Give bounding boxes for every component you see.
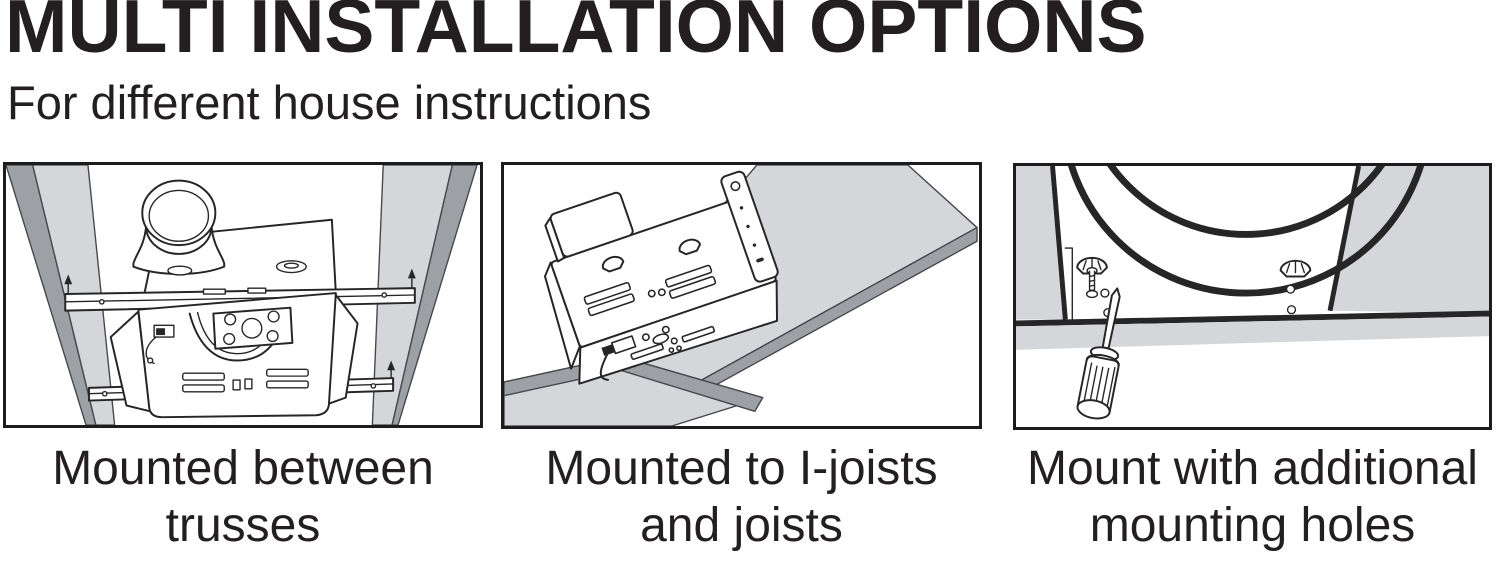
left-keyhole-and-screw — [1076, 256, 1108, 299]
keyhole-slot — [601, 255, 625, 273]
blower-housing-inner-arc — [1107, 166, 1386, 238]
wire — [599, 353, 610, 381]
right-joist-edge-line — [1327, 166, 1362, 312]
knockout — [232, 379, 241, 391]
vent-slot — [266, 380, 309, 389]
right-joist-face — [1330, 166, 1489, 314]
truss-mount-panel — [3, 162, 483, 428]
caption-between-trusses: Mounted between trusses — [3, 440, 483, 554]
page-subtitle: For different house instructions — [7, 76, 652, 129]
caption-line: Mount with additional — [1027, 442, 1478, 495]
screwdriver-handle-end — [1076, 399, 1111, 420]
fan-bottom-panel — [578, 279, 779, 385]
screw-washer — [1085, 289, 1099, 299]
mounting-holes-illustration — [1016, 166, 1489, 420]
mounting-holes-panel — [1013, 163, 1492, 430]
vent-slot — [182, 384, 225, 393]
caption-line: trusses — [165, 499, 321, 552]
fan-unit — [543, 170, 779, 385]
caption-line: mounting holes — [1089, 499, 1416, 552]
knockout — [244, 378, 253, 390]
ceiling-edge-line — [1016, 310, 1489, 327]
joist-mount-illustration — [504, 165, 978, 426]
mounting-hole — [1286, 305, 1297, 315]
caption-mounting-holes: Mount with additional mounting holes — [1013, 440, 1492, 554]
mounting-hole — [1285, 284, 1296, 294]
housing-corner-line — [1064, 247, 1073, 321]
damper-tab — [167, 265, 193, 276]
vent-slot — [583, 281, 631, 305]
left-joist-face — [1016, 166, 1066, 320]
caption-i-joists: Mounted to I-joists and joists — [501, 440, 982, 554]
page-title: MULTI INSTALLATION OPTIONS — [5, 0, 1147, 68]
caption-line: Mounted between — [52, 442, 434, 495]
right-truss-edge — [391, 165, 478, 425]
truss-mount-illustration — [6, 165, 478, 425]
right-keyhole — [1279, 259, 1312, 278]
keyhole-slot — [678, 238, 702, 256]
vent-slot — [182, 372, 225, 381]
screwdriver — [1076, 287, 1121, 420]
vent-slot — [587, 293, 635, 317]
joist-mount-panel — [501, 162, 982, 429]
caption-line: and joists — [640, 499, 843, 552]
left-joist-edge-line — [1050, 166, 1068, 320]
vent-slot — [266, 368, 309, 377]
joist-bottom-band — [1016, 316, 1489, 350]
blower-housing-outer-arc — [1068, 166, 1425, 297]
caption-line: Mounted to I-joists — [545, 442, 938, 495]
mounting-hole — [1100, 288, 1110, 298]
fan-top-and-duct — [132, 179, 337, 310]
fan-body — [109, 292, 359, 419]
duct-cover-cap — [549, 191, 634, 258]
duct-collar-opening — [141, 179, 217, 247]
vent-slot — [668, 276, 717, 299]
vent-slot — [664, 264, 713, 288]
joist-bottom-edge — [617, 226, 978, 426]
left-truss-edge — [6, 165, 97, 425]
wiring-connector — [601, 344, 615, 356]
